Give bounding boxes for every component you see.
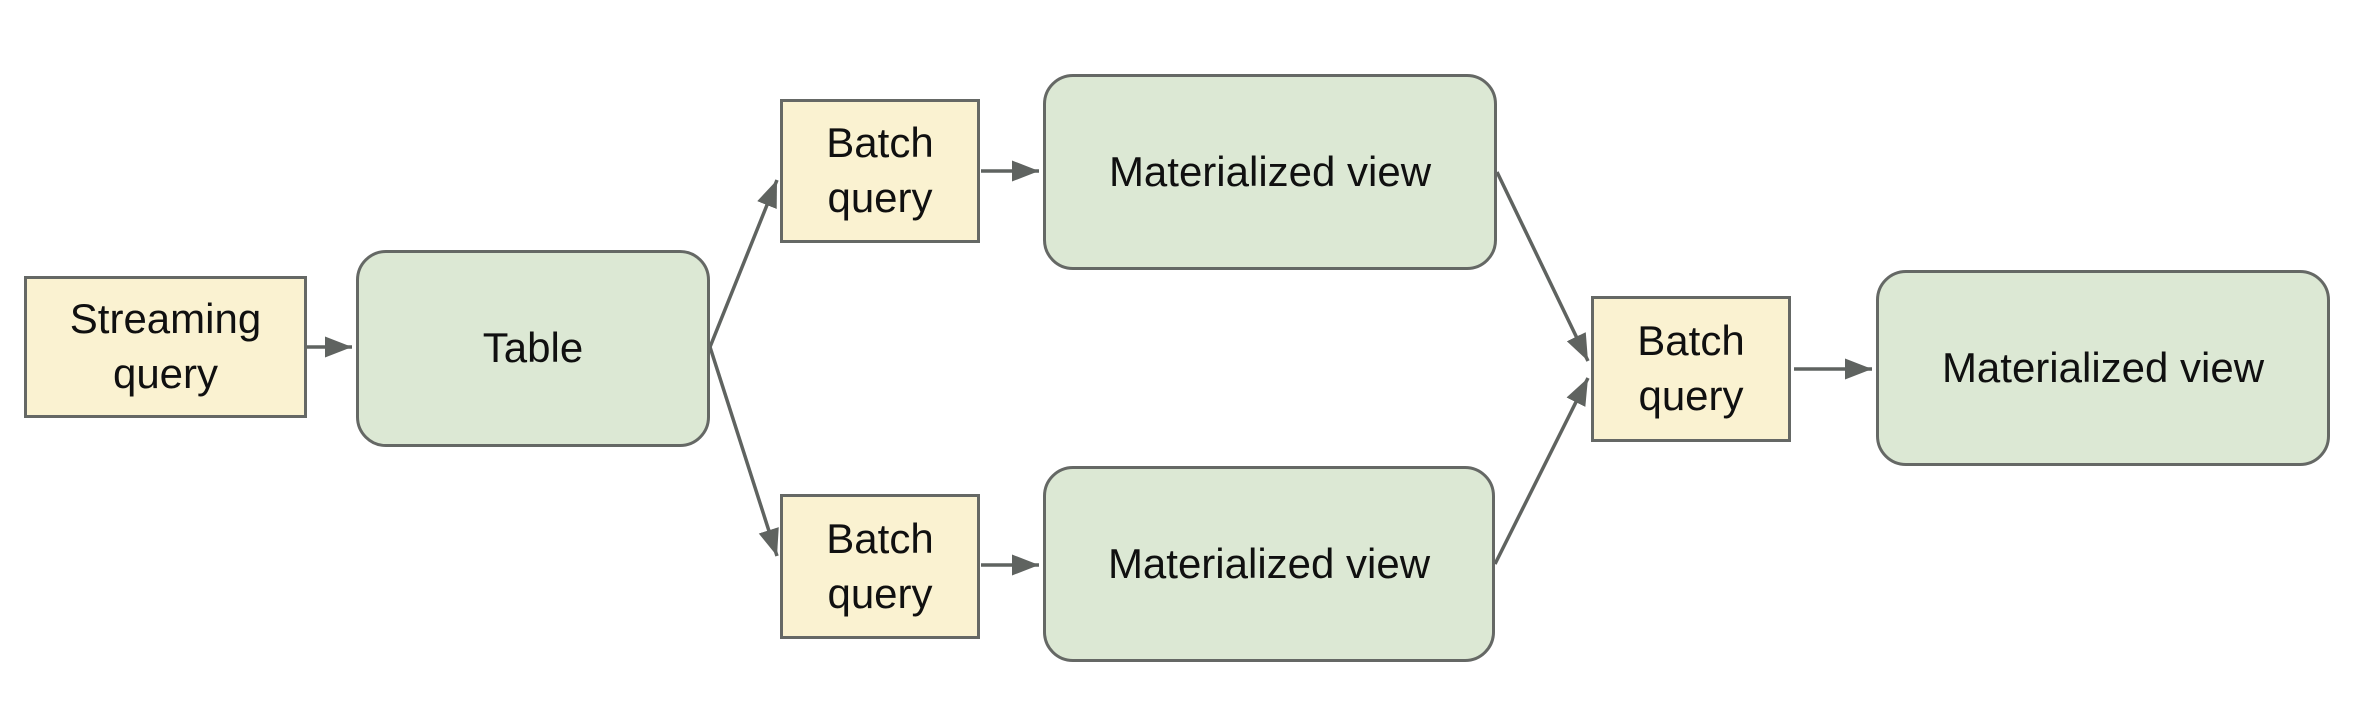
node-materialized-view-right: Materialized view — [1876, 270, 2330, 466]
node-materialized-view-bottom: Materialized view — [1043, 466, 1495, 662]
node-table: Table — [356, 250, 710, 447]
node-label-table: Table — [482, 324, 584, 372]
node-label-batch-query-top: Batch query — [826, 119, 934, 221]
node-label-batch-query-right: Batch query — [1637, 317, 1745, 419]
arrow-table-to-batch-query-bottom — [708, 346, 779, 557]
node-streaming-query: Streaming query — [24, 276, 307, 418]
arrow-materialized-view-bottom-to-batch-query-right — [1493, 377, 1590, 565]
node-label-batch-query-bottom: Batch query — [826, 514, 934, 617]
node-label-materialized-view-top: Materialized view — [1108, 147, 1432, 195]
node-label-streaming-query: Streaming query — [69, 295, 262, 397]
node-batch-query-bottom: Batch query — [780, 494, 980, 639]
arrow-materialized-view-top-to-batch-query-right — [1495, 171, 1590, 362]
node-batch-query-right: Batch query — [1591, 296, 1791, 442]
node-label-materialized-view-right: Materialized view — [1941, 343, 2265, 391]
node-materialized-view-top: Materialized view — [1043, 74, 1497, 270]
node-batch-query-top: Batch query — [780, 99, 980, 243]
arrow-table-to-batch-query-top — [708, 179, 779, 348]
node-label-materialized-view-bottom: Materialized view — [1107, 539, 1431, 587]
